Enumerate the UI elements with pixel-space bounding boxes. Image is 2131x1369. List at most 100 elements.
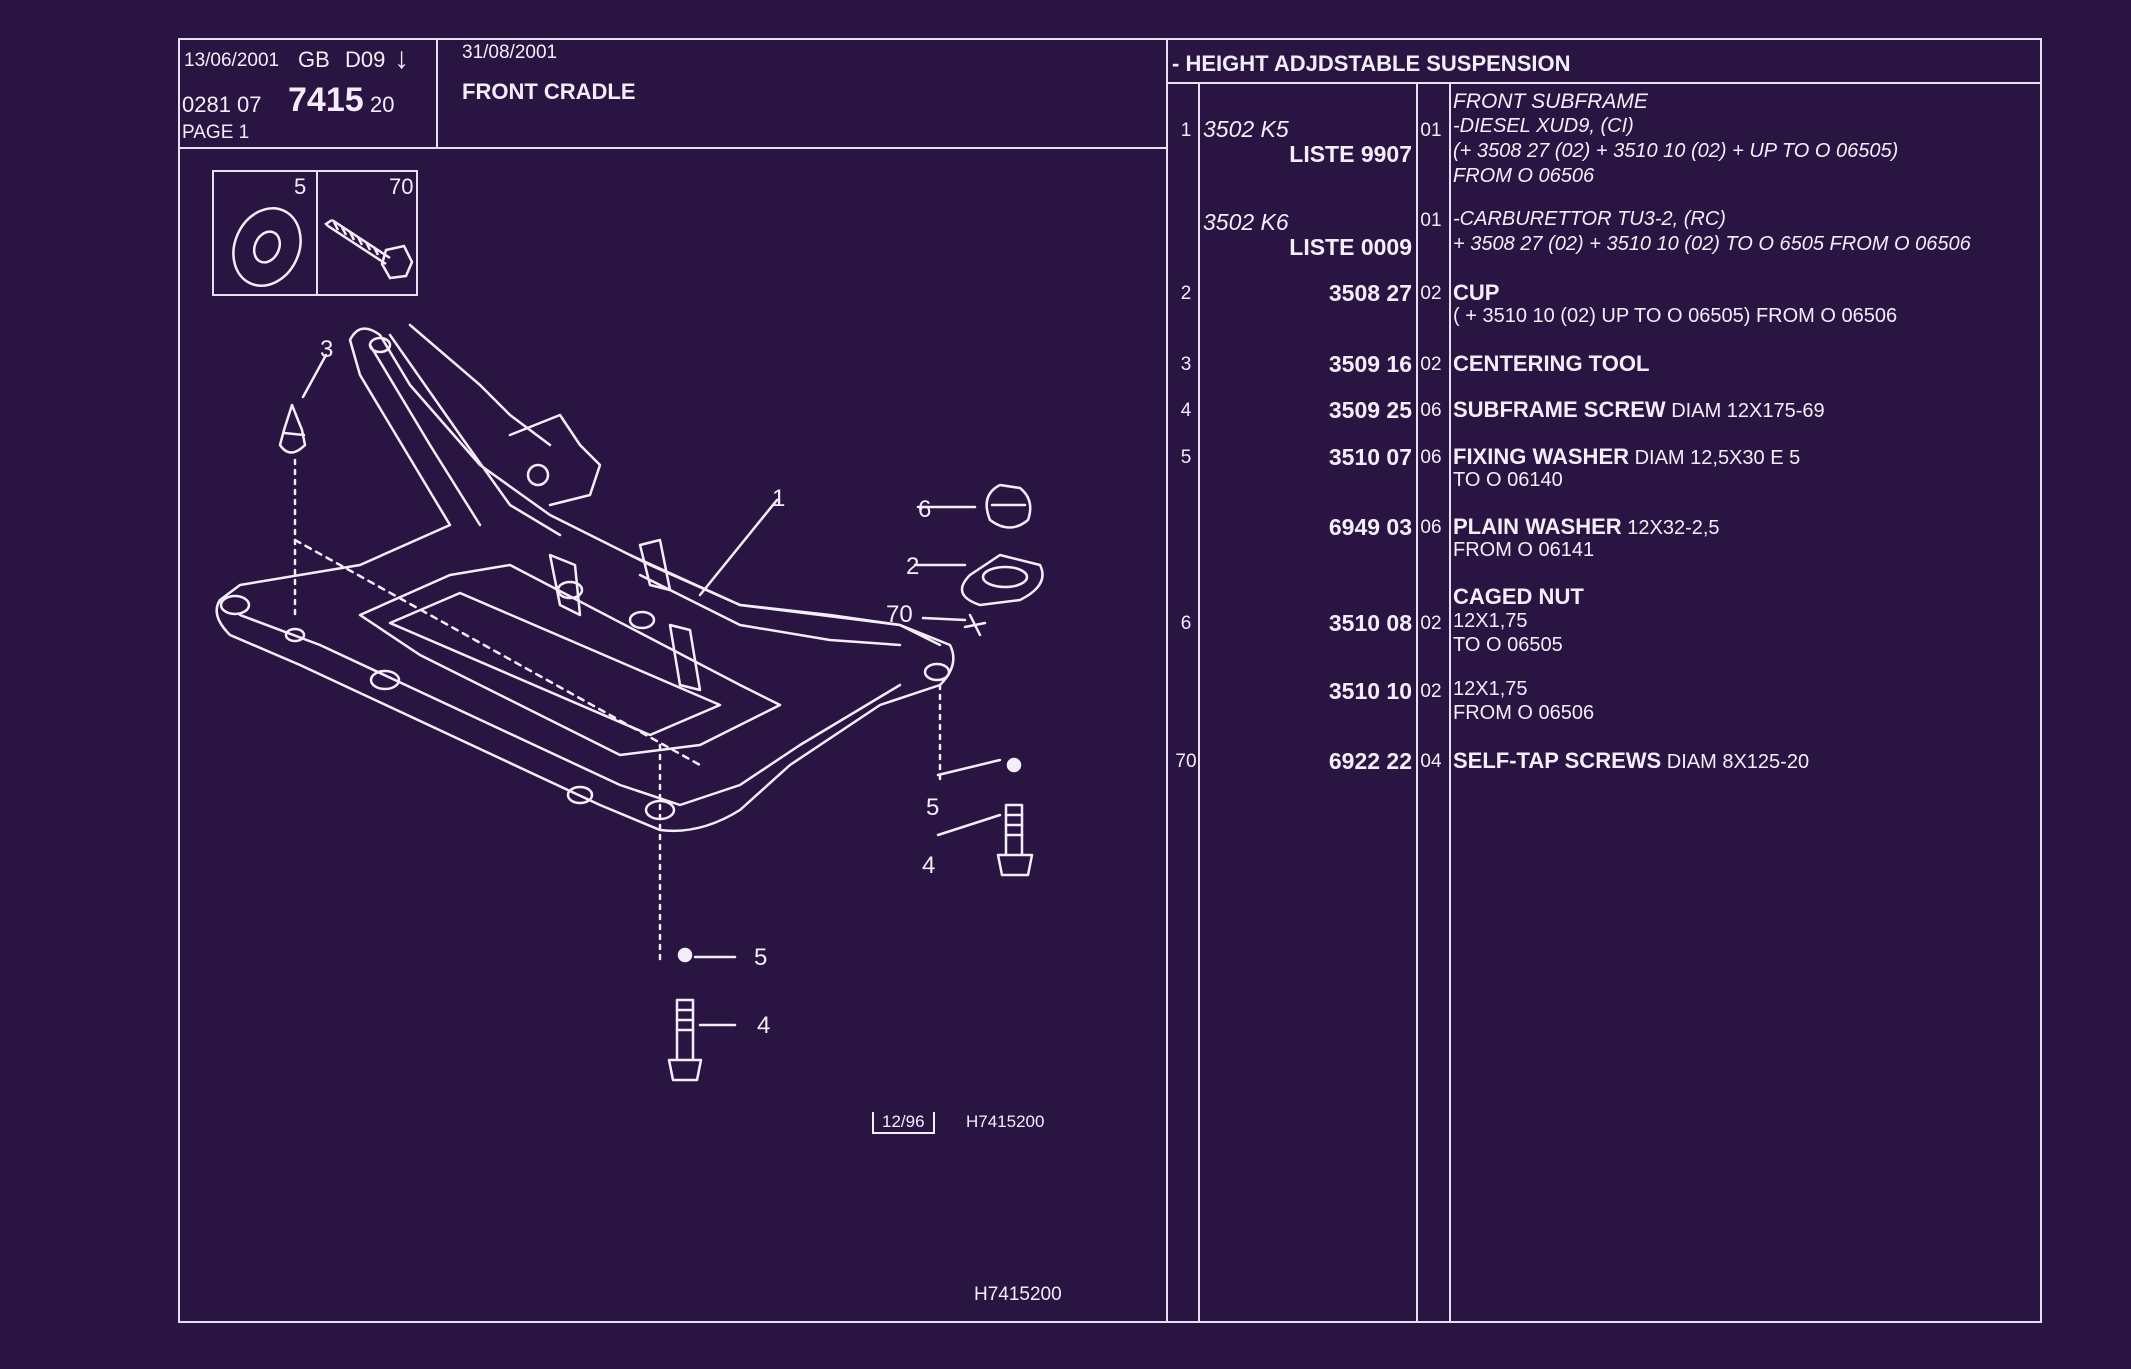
page-title: FRONT CRADLE — [462, 79, 636, 104]
part-qty: 06 — [1420, 400, 1442, 421]
front-cradle-drawing — [215, 323, 1044, 1082]
part-num: 3 — [1180, 354, 1192, 375]
part-desc-line: ( + 3510 10 (02) UP TO O 06505) FROM O 0… — [1453, 305, 1898, 327]
part-detail: 12X32-2,5 — [1627, 517, 1720, 539]
part-code: 3509 16 — [1328, 351, 1412, 377]
part-name-line: PLAIN WASHER 12X32-2,5 — [1453, 514, 1720, 540]
inset-left-number: 5 — [294, 174, 307, 199]
callout-6: 6 — [918, 496, 932, 523]
part-name: PLAIN WASHER — [1453, 514, 1622, 539]
part-name-line: FIXING WASHER DIAM 12,5X30 E 5 — [1453, 444, 1800, 470]
header-ref-suffix: 20 — [370, 92, 395, 117]
part-name-line: SUBFRAME SCREW DIAM 12X175-69 — [1453, 397, 1825, 423]
inset-drawing — [232, 207, 414, 287]
centering-tool — [278, 403, 307, 454]
part-code: 3510 08 — [1328, 610, 1412, 636]
part-desc-line: FROM O 06141 — [1453, 539, 1595, 561]
part-num: 2 — [1180, 283, 1192, 304]
caged-nut — [985, 483, 1032, 529]
section-title-divider — [1166, 82, 2042, 84]
callout-2: 2 — [906, 553, 920, 580]
part-name: SUBFRAME SCREW — [1453, 397, 1666, 422]
header-ref-prefix: 0281 07 — [182, 92, 262, 117]
part-detail: DIAM 12,5X30 E 5 — [1634, 447, 1801, 469]
part-desc-line: TO O 06140 — [1453, 469, 1563, 491]
part-liste: LISTE 9907 — [1289, 141, 1412, 167]
inset-divider — [316, 172, 318, 294]
inset-box: 5 70 — [212, 170, 418, 296]
part-code: 3502 K6 — [1203, 209, 1289, 235]
header-date1: 13/06/2001 — [184, 50, 280, 71]
washer-icon — [232, 207, 302, 287]
self-tap-screw-mark — [963, 613, 987, 637]
header-divider-vertical — [436, 38, 438, 148]
part-code: 3510 10 — [1328, 678, 1412, 704]
part-qty: 01 — [1420, 120, 1442, 141]
part-num: 1 — [1180, 120, 1192, 141]
subframe-screw-bottom — [667, 998, 703, 1082]
part-desc-line: FROM O 06506 — [1453, 702, 1595, 724]
callout-70: 70 — [886, 601, 913, 628]
header-ref-main: 7415 — [288, 81, 364, 119]
arrow-down-icon: ↓ — [394, 42, 409, 75]
callout-4-bottom: 4 — [757, 1012, 771, 1039]
part-qty: 04 — [1420, 751, 1442, 772]
inset-right-number: 70 — [389, 174, 414, 199]
part-code: 3510 07 — [1328, 444, 1412, 470]
part-desc-line: + 3508 27 (02) + 3510 10 (02) TO O 6505 … — [1453, 233, 1971, 255]
part-name-line: SELF-TAP SCREWS DIAM 8X125-20 — [1453, 748, 1809, 774]
callout-5-bottom: 5 — [754, 944, 768, 971]
part-desc-line: FRONT SUBFRAME — [1453, 90, 1648, 113]
subframe-outline — [215, 327, 955, 833]
subframe-inner-recess — [358, 563, 782, 757]
part-desc-line: 12X1,75 — [1453, 610, 1528, 632]
parts-sheet — [178, 38, 2042, 1323]
part-name: CENTERING TOOL — [1453, 351, 1650, 376]
part-num: 6 — [1180, 613, 1192, 634]
header-divider-left — [178, 147, 1168, 149]
part-desc-line: -DIESEL XUD9, (CI) — [1453, 115, 1634, 137]
part-qty: 01 — [1420, 210, 1442, 231]
part-code: 6922 22 — [1328, 748, 1412, 774]
callout-3: 3 — [320, 336, 334, 363]
header-code: D09 — [345, 47, 386, 72]
part-detail: DIAM 8X125-20 — [1666, 751, 1810, 773]
stamp-ref: H7415200 — [966, 1112, 1045, 1131]
screw-icon — [324, 218, 391, 266]
part-code: 3509 25 — [1328, 397, 1412, 423]
callout-1: 1 — [772, 485, 786, 512]
part-qty: 06 — [1420, 447, 1442, 468]
part-code: 3508 27 — [1328, 280, 1412, 306]
column-divider-main — [1166, 38, 1168, 1323]
part-desc-line: (+ 3508 27 (02) + 3510 10 (02) + UP TO O… — [1453, 140, 1899, 162]
stamp-date: 12/96 — [872, 1112, 935, 1134]
bottom-ref: H7415200 — [974, 1284, 1062, 1305]
header-page-label: PAGE 1 — [182, 122, 250, 143]
part-detail: DIAM 12X175-69 — [1671, 400, 1825, 422]
part-liste: LISTE 0009 — [1289, 234, 1412, 260]
part-qty: 02 — [1420, 613, 1442, 634]
part-code: 6949 03 — [1328, 514, 1412, 540]
header-region: GB — [298, 47, 330, 72]
section-title: - HEIGHT ADJDSTABLE SUSPENSION — [1172, 51, 1571, 76]
part-name: FIXING WASHER — [1453, 444, 1630, 469]
part-desc-line: 12X1,75 — [1453, 678, 1528, 700]
callout-4-right: 4 — [922, 852, 936, 879]
callout-5-right: 5 — [926, 794, 940, 821]
part-name: CUP — [1453, 280, 1500, 305]
part-desc-line: FROM O 06506 — [1453, 165, 1595, 187]
part-qty: 02 — [1420, 681, 1442, 702]
subframe-screw-right — [996, 803, 1034, 877]
part-qty: 06 — [1420, 517, 1442, 538]
column-divider-qty — [1449, 82, 1451, 1323]
part-name: CAGED NUT — [1453, 584, 1584, 609]
part-name: SELF-TAP SCREWS — [1453, 748, 1662, 773]
part-qty: 02 — [1420, 283, 1442, 304]
upper-bracket — [508, 413, 602, 507]
column-divider-num — [1198, 82, 1200, 1323]
part-qty: 02 — [1420, 354, 1442, 375]
part-num: 5 — [1180, 447, 1192, 468]
part-code: 3502 K5 — [1203, 116, 1289, 142]
column-divider-code — [1416, 82, 1418, 1323]
part-desc-line: -CARBURETTOR TU3-2, (RC) — [1453, 208, 1726, 230]
